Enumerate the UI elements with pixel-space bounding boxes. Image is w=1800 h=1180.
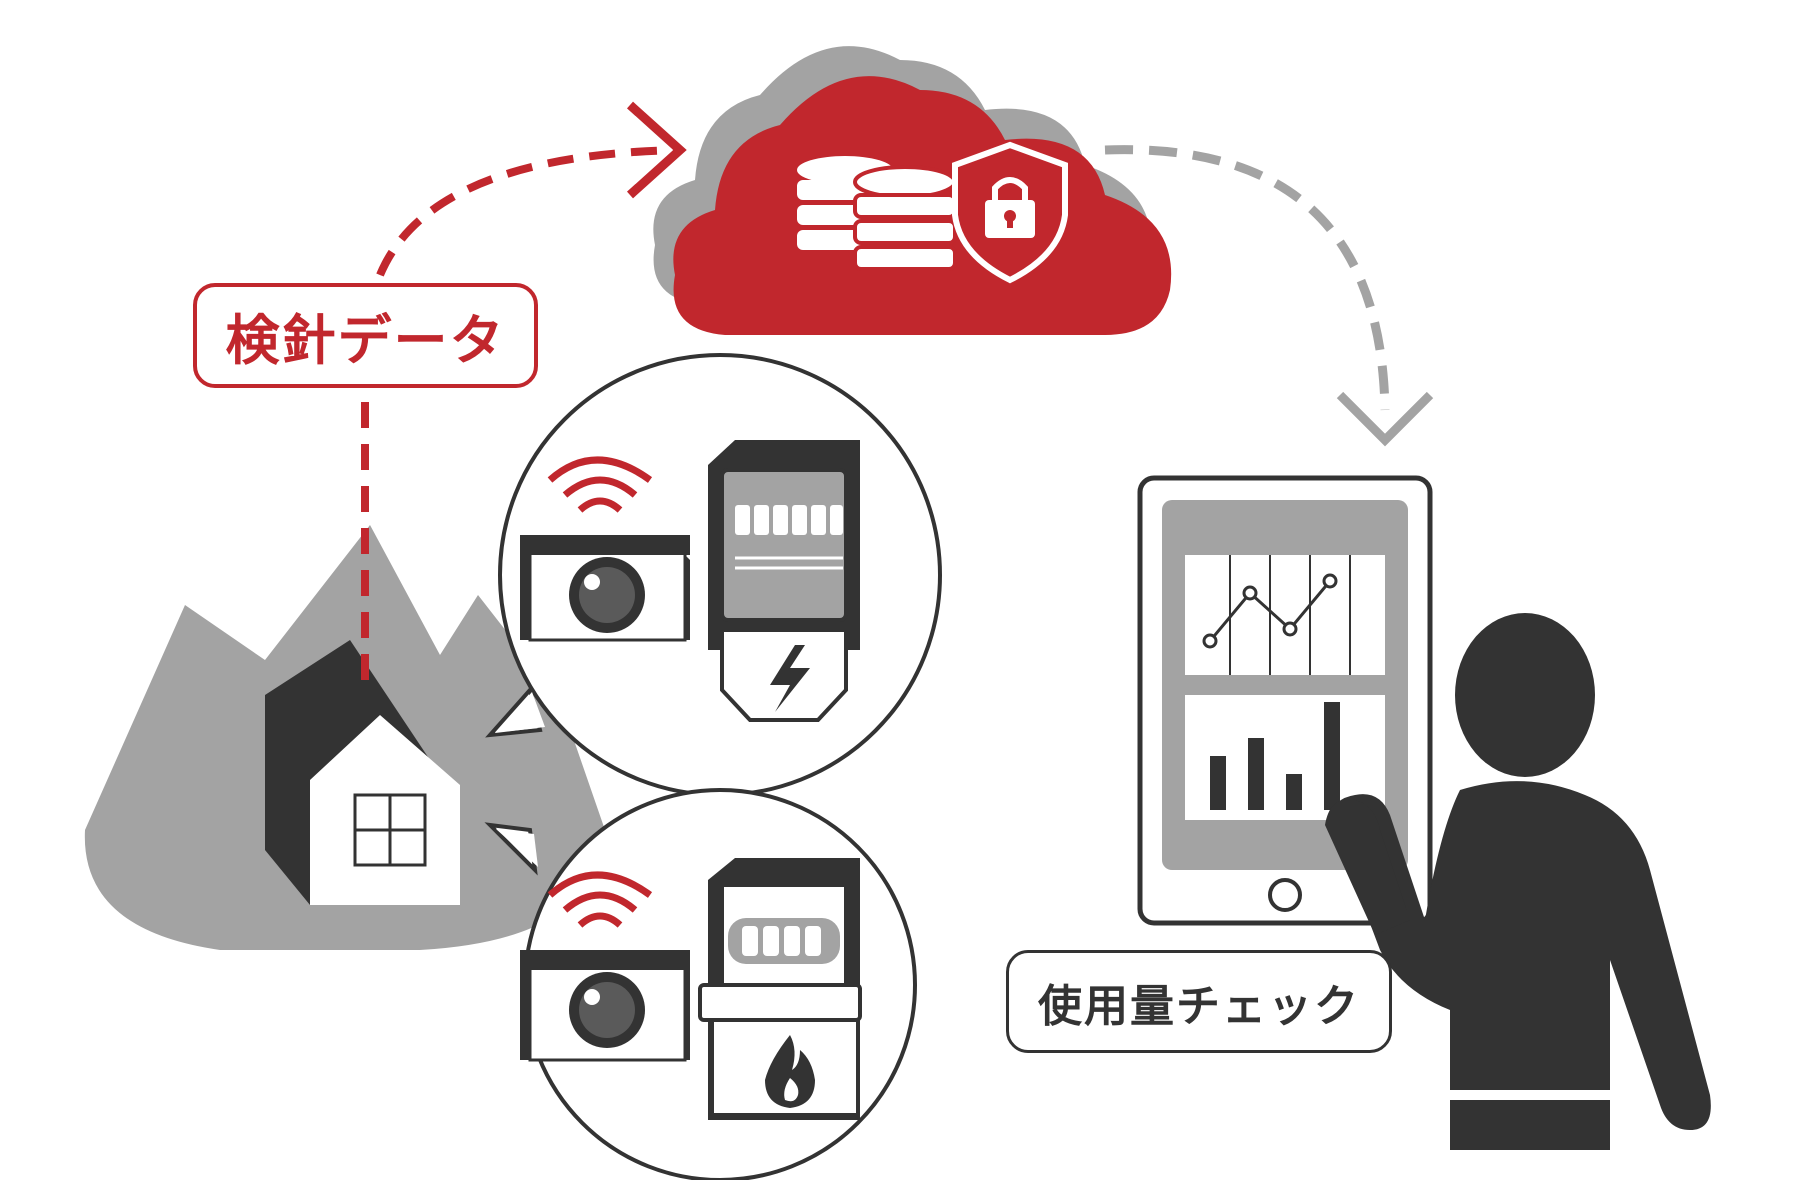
usage-check-label: 使用量チェック [1006, 950, 1392, 1053]
meter-data-text: 検針データ [225, 309, 506, 372]
wifi-signal-icon [547, 456, 653, 513]
shield-lock-icon [952, 141, 1068, 284]
data-flow-arrow [361, 146, 681, 680]
arrow-head-icon [626, 101, 687, 199]
line-point-1 [1242, 585, 1258, 601]
usage-check-text: 使用量チェック [1038, 980, 1360, 1032]
usage-line-chart [1202, 573, 1338, 649]
camera-icon [520, 950, 690, 1062]
bar-0 [1210, 756, 1226, 810]
house-icon [265, 640, 460, 905]
gas-meter-icon [698, 858, 862, 1120]
usage-flow-arrow [1104, 145, 1390, 411]
line-point-0 [1202, 633, 1218, 649]
camera-icon [520, 535, 690, 642]
bar-1 [1248, 738, 1264, 810]
person-icon [1332, 613, 1711, 1150]
usage-bar-chart [1210, 702, 1340, 810]
meter-data-label: 検針データ [193, 283, 538, 388]
bar-2 [1286, 774, 1302, 810]
person-hand-icon [1325, 799, 1410, 935]
line-point-2 [1282, 621, 1298, 637]
wifi-signal-icon [547, 871, 653, 928]
bar-3 [1324, 702, 1340, 810]
line-series [1208, 580, 1332, 642]
line-point-3 [1322, 573, 1338, 589]
arrow-head-icon [1336, 391, 1434, 447]
electric-meter-icon [708, 440, 860, 722]
cloud-database-icon [653, 46, 1172, 335]
